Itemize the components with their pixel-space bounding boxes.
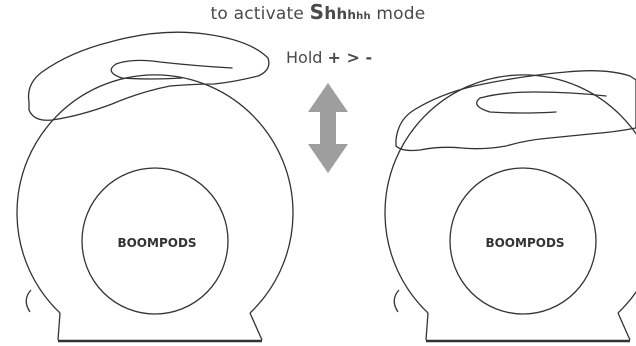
- speaker-left: BOOMPODS: [16, 74, 294, 343]
- speaker-left-logo-text: BOOMPODS: [117, 236, 196, 250]
- shh-word: Shhhhh: [309, 0, 371, 24]
- speaker-right-logo-text: BOOMPODS: [485, 236, 564, 250]
- speaker-left-body: [16, 74, 294, 314]
- caption-suffix: mode: [376, 4, 426, 24]
- speaker-right-center-disc: [449, 167, 597, 315]
- hold-instruction: Hold + > -: [286, 48, 372, 68]
- hold-label: Hold: [286, 48, 323, 67]
- speaker-right-body: [384, 74, 636, 314]
- speaker-right: BOOMPODS: [384, 74, 636, 343]
- hand-left: [27, 31, 270, 121]
- speaker-right-logo: BOOMPODS: [485, 236, 564, 250]
- instruction-caption: to activate Shhhhh mode: [0, 0, 636, 29]
- hand-right: [395, 70, 636, 152]
- speaker-left-center-disc: [81, 167, 229, 315]
- caption-prefix: to activate: [210, 4, 304, 24]
- speaker-left-side-detail: [25, 289, 32, 313]
- double-arrow-icon: [308, 83, 348, 173]
- speaker-left-logo: BOOMPODS: [117, 236, 196, 250]
- hold-keys: + > -: [327, 48, 373, 67]
- speaker-right-side-detail: [393, 289, 400, 313]
